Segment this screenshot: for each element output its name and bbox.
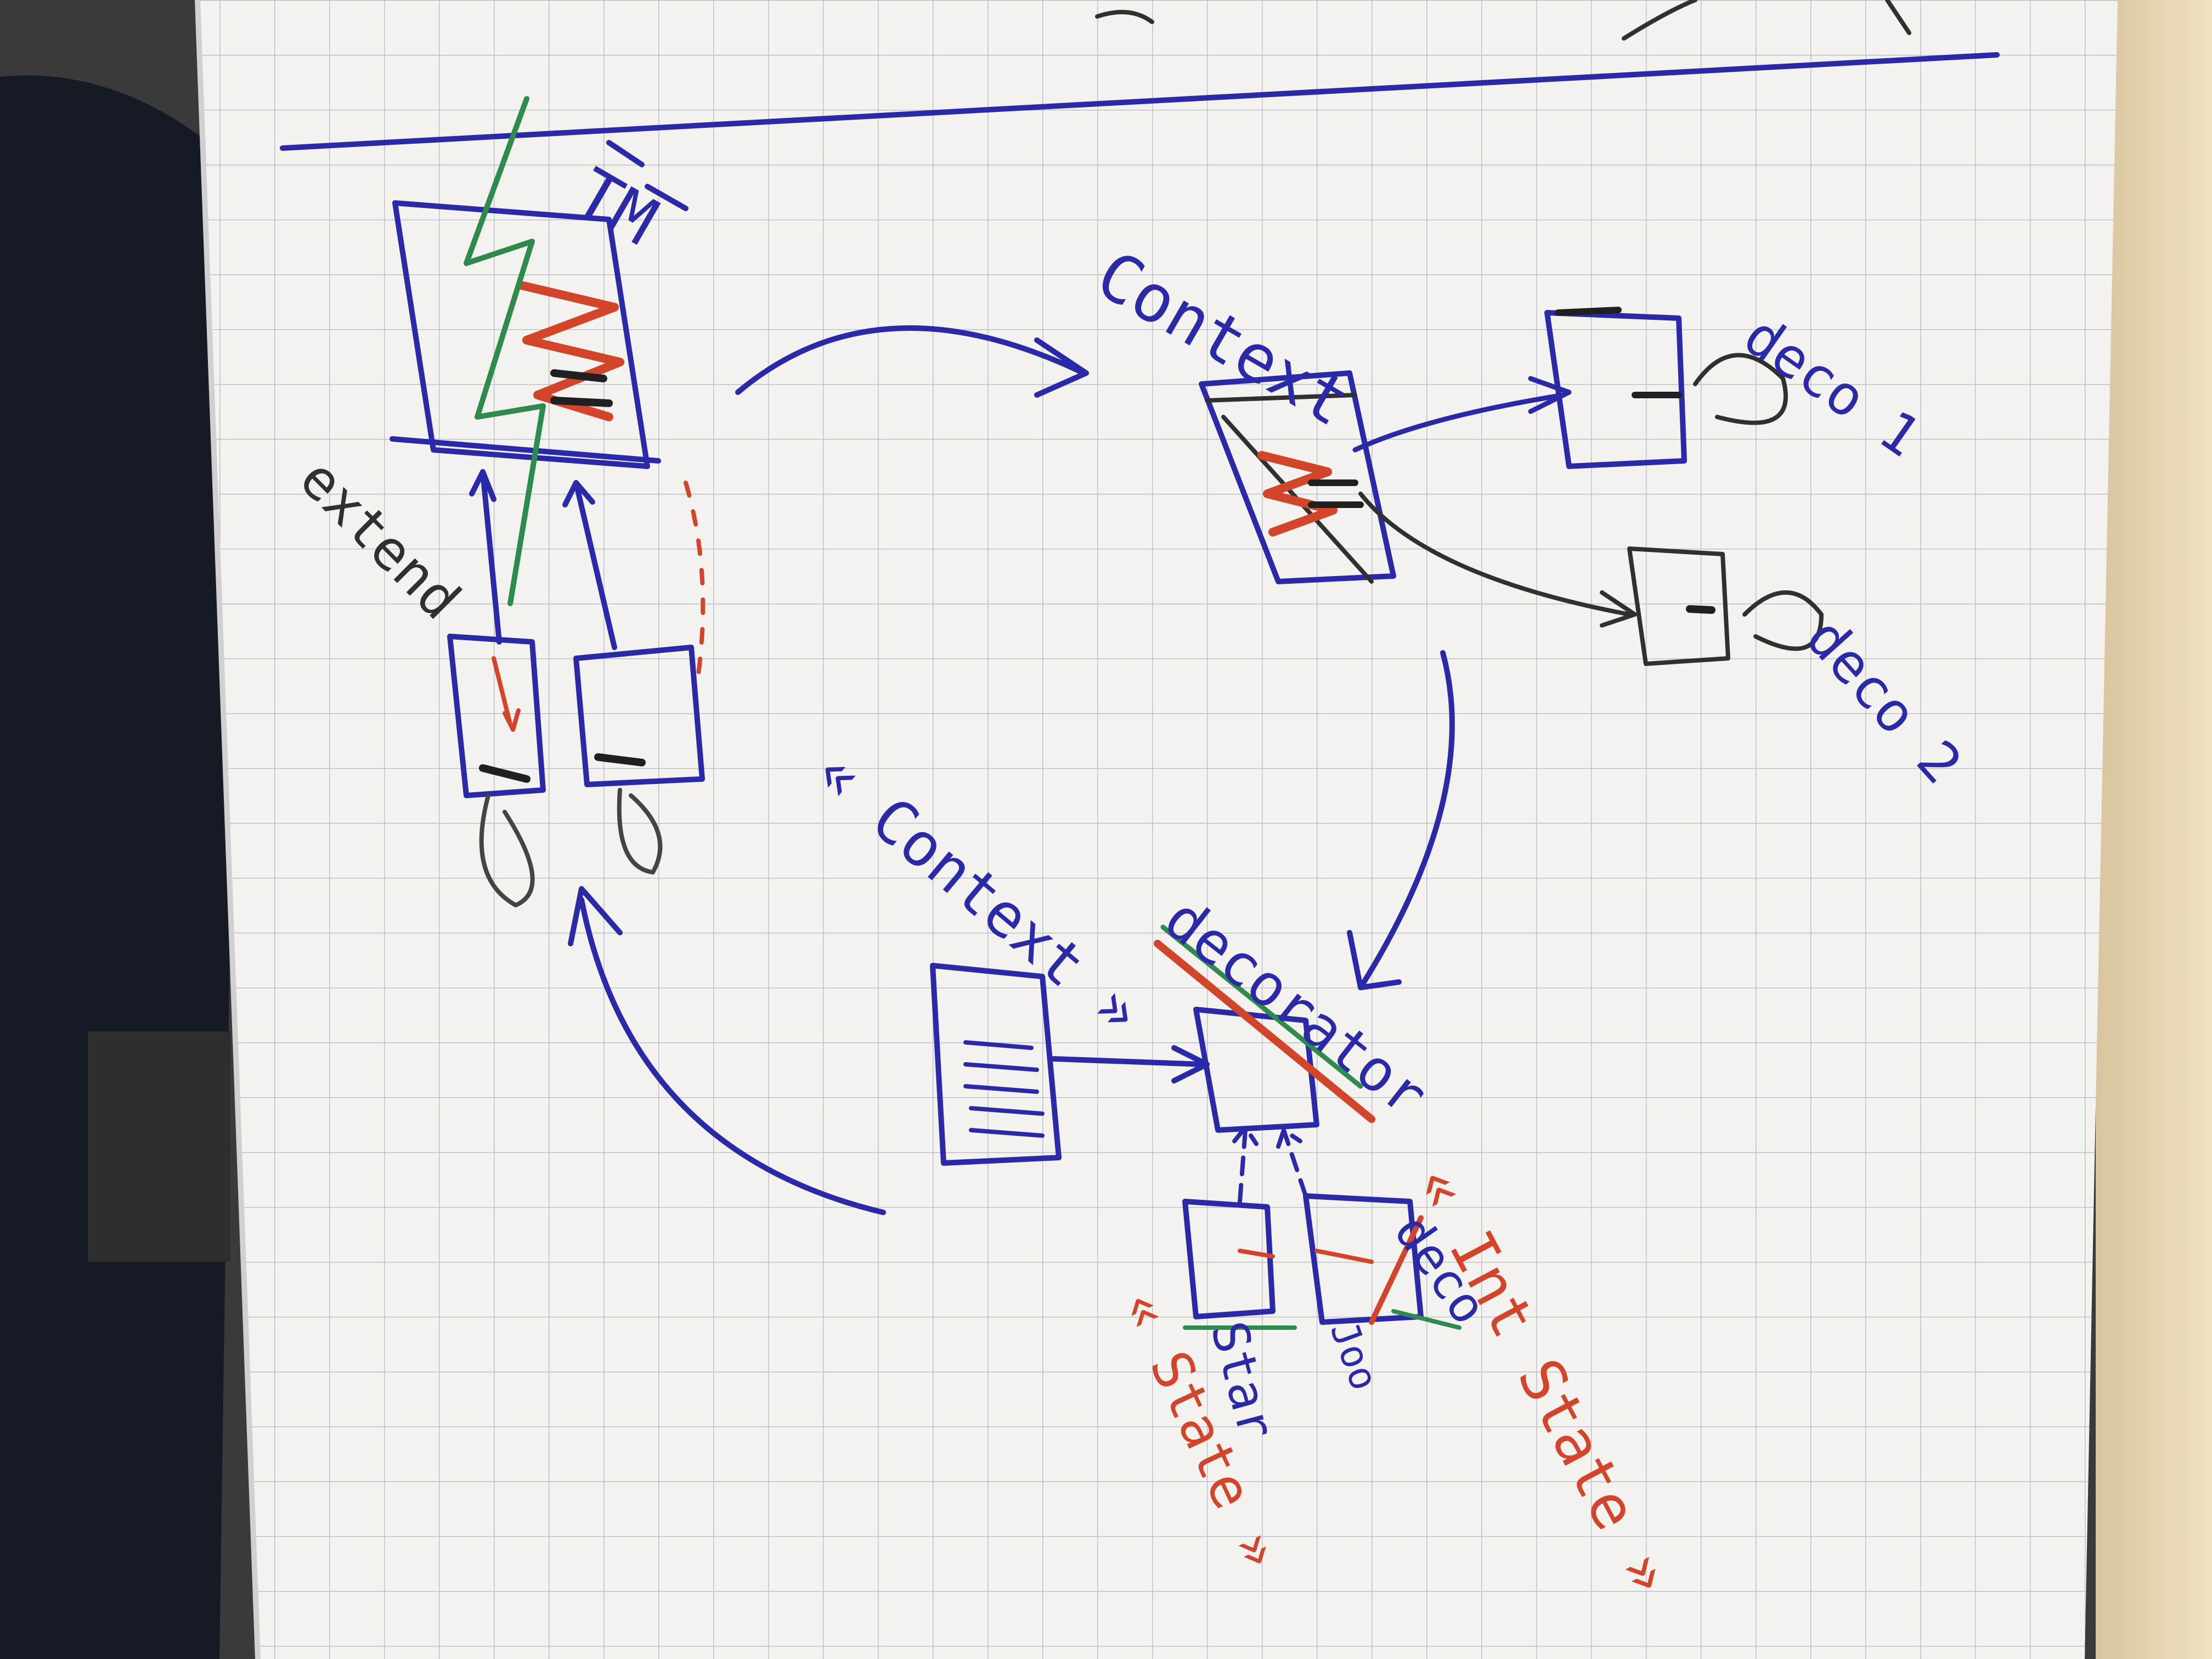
arrow-to-deco1 [1352, 376, 1572, 453]
deco2-mark [1686, 605, 1716, 614]
red-arrow [492, 656, 521, 732]
curved-arrow-right [1347, 650, 1455, 990]
decorator-box [1193, 1007, 1319, 1133]
deco1-loop [1693, 353, 1788, 425]
decorator-underline [1160, 924, 1363, 1089]
context-lower-box [930, 963, 1062, 1166]
deco2-box [1627, 546, 1730, 666]
wall [2096, 0, 2212, 1659]
tm-box-line [390, 436, 661, 464]
deco2-loop [1742, 590, 1824, 651]
divider-line [280, 52, 2000, 151]
substate-box-1 [447, 634, 546, 798]
self-loop-2 [617, 788, 663, 874]
tm-hatch [517, 281, 624, 421]
state-box-strike [1369, 1215, 1424, 1325]
context-hatch [1257, 451, 1338, 537]
substate-marks [479, 753, 646, 783]
context-lower-lines [963, 1040, 1045, 1138]
tm-mark-lines [606, 140, 689, 211]
easel-part [88, 1031, 230, 1262]
deco1-box [1544, 310, 1687, 469]
substate-box-2 [573, 645, 705, 787]
state-underlines [1183, 1309, 1462, 1330]
tm-box [392, 200, 650, 469]
decorator-arrows [1232, 1125, 1308, 1204]
arrow-to-deco2 [1358, 492, 1637, 628]
curved-arrow-top [735, 325, 1089, 398]
state-red-arrows [1238, 1249, 1374, 1264]
state-box-1 [1182, 1199, 1276, 1319]
red-dashed-line [684, 481, 706, 688]
paper-grid [198, 0, 2118, 1659]
deco1-marks [1555, 307, 1682, 398]
context-mark [1308, 479, 1364, 508]
curved-arrow-left [568, 886, 886, 1215]
context-box [1199, 370, 1396, 584]
top-scribbles [1095, 0, 1911, 41]
decorator-strike [1154, 940, 1375, 1123]
green-zigzag [464, 96, 546, 606]
inherit-arrow-right [562, 480, 617, 650]
inherit-arrow-left [469, 469, 502, 645]
self-loop-1 [479, 793, 535, 907]
tm-mark [550, 369, 613, 407]
person-silhouette [0, 75, 230, 1659]
paper-edge [195, 0, 261, 1659]
